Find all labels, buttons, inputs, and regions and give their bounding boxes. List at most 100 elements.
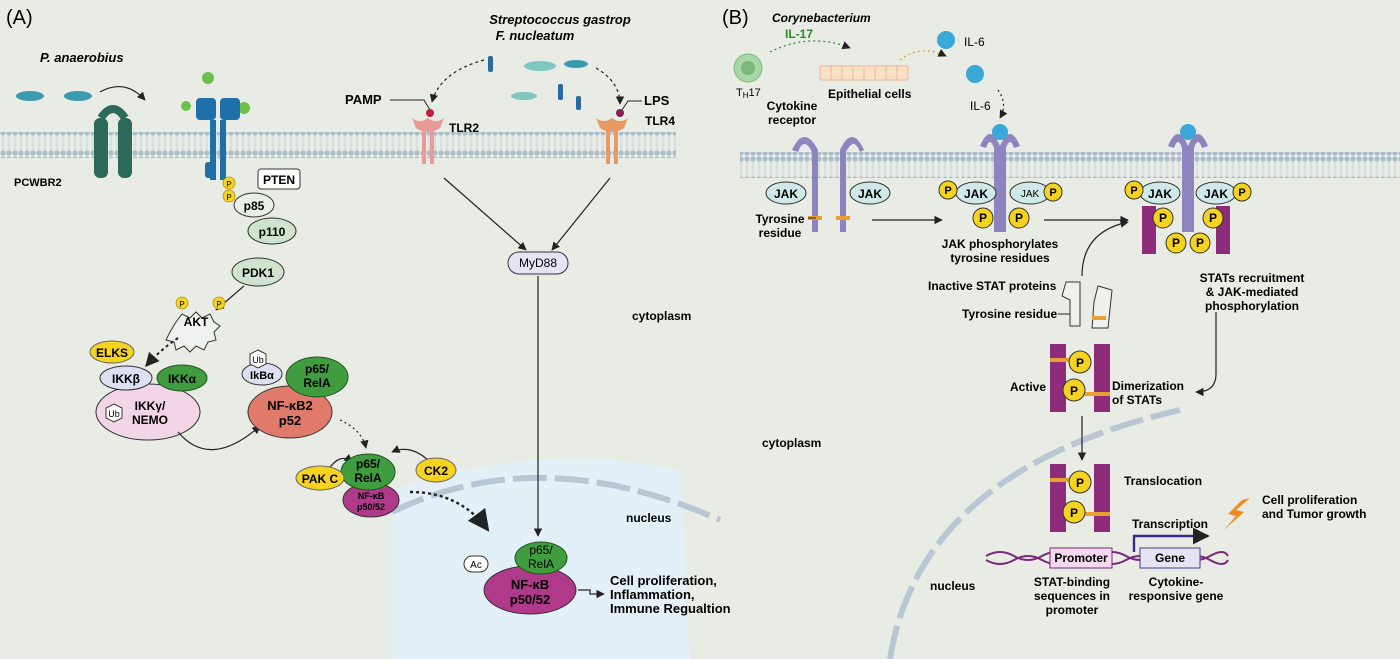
th17-label: TH17 — [736, 87, 761, 100]
arrow-nfkb2-p65 — [339, 419, 369, 449]
cellprolif-label-1: Cell proliferation — [1262, 493, 1357, 507]
p110-label: p110 — [259, 225, 286, 239]
tlr4-label: TLR4 — [645, 114, 675, 128]
inactive-stat-proteins — [1061, 281, 1113, 329]
arrow-ikk-nfkb2 — [177, 425, 261, 451]
ikba-label: IkBα — [250, 370, 274, 382]
jak-label-5: JAK — [1148, 187, 1172, 201]
dimer-label-2: of STATs — [1112, 393, 1162, 407]
stat-dimer-active — [1050, 344, 1110, 412]
lightning-icon — [1224, 498, 1250, 530]
tlr2-label: TLR2 — [449, 121, 479, 135]
ikkg-label-1: IKKγ/ — [135, 399, 166, 413]
membrane-a — [0, 132, 676, 158]
phospho-icon — [1062, 378, 1086, 402]
phospho-label: P — [1130, 185, 1137, 197]
phospho-label: P — [179, 300, 184, 309]
ub-tag-icon — [105, 403, 123, 423]
arrow-il17 — [769, 40, 851, 53]
stat-recruit-label-2: & JAK-mediated — [1206, 285, 1299, 299]
ikka-node — [156, 364, 208, 392]
il6-ball-icon — [966, 65, 984, 83]
statbind-label-1: STAT-binding — [1034, 575, 1110, 589]
epithelial-label: Epithelial cells — [828, 87, 912, 101]
tyrosine-label-1: Tyrosine — [755, 212, 804, 226]
bacteria-a-right — [488, 56, 588, 110]
promoter-label: Promoter — [1054, 551, 1108, 565]
phospho-label: P — [1076, 356, 1084, 370]
p65-label-1b: RelA — [303, 376, 331, 390]
tlr4-receptor — [596, 109, 628, 164]
pten-label: PTEN — [263, 173, 295, 187]
lps-leader-line — [621, 100, 642, 111]
integrin-receptor — [181, 72, 250, 180]
outcome-a-3: Immune Regualtion — [610, 601, 731, 616]
cytoresp-label-2: responsive gene — [1129, 589, 1224, 603]
pamp-label: PAMP — [345, 92, 382, 107]
phospho-label: P — [1070, 384, 1078, 398]
myd88-label: MyD88 — [519, 256, 557, 270]
il6-label-2: IL-6 — [970, 99, 991, 113]
jak-node-1 — [765, 181, 807, 205]
stat-recruit-label-3: phosphorylation — [1205, 299, 1299, 313]
nfkb-small-label-1: NF-κB — [358, 491, 385, 501]
jak-node-2 — [849, 181, 891, 205]
tlr2-receptor — [412, 109, 444, 164]
phospho-icon — [1189, 232, 1211, 254]
panel-b-label: (B) — [722, 7, 749, 29]
p65-label-2b: RelA — [354, 471, 382, 485]
jak-label-6: JAK — [1204, 187, 1228, 201]
p110-node — [247, 217, 297, 245]
th17-nucleus-icon — [741, 61, 755, 75]
p85-label: p85 — [244, 199, 265, 213]
stat-dimer-translocated — [1050, 464, 1110, 532]
arrow-inactive-to-receptor — [1081, 219, 1129, 277]
tyrosine-residue-label: Tyrosine residue — [962, 307, 1057, 321]
dimer-label-1: Dimerization — [1112, 379, 1184, 393]
pdk1-label: PDK1 — [242, 266, 274, 280]
cytoplasm-b-label: cytoplasm — [762, 436, 821, 450]
gene-label: Gene — [1155, 551, 1185, 565]
arrow-to-tlr4 — [595, 67, 625, 105]
arrow-il6 — [899, 49, 947, 61]
nfkb2-label-2: p52 — [279, 413, 301, 428]
ikkg-label-2: NEMO — [132, 413, 168, 427]
phospho-icon — [1008, 207, 1030, 229]
lps-label: LPS — [644, 93, 670, 108]
ck2-node — [415, 457, 457, 483]
p65-node-3 — [514, 541, 568, 575]
nfkb2-label-1: NF-κB2 — [267, 398, 313, 413]
nfkb-big-label-1: NF-κB — [511, 577, 549, 592]
arrow-binding — [99, 85, 146, 101]
panel-a: (A) P. anaerobius PCWBR2 — [0, 7, 731, 659]
statbind-label-2: sequences in — [1034, 589, 1110, 603]
epithelial-cells-icon — [819, 65, 909, 81]
ikkb-label: IKKβ — [112, 372, 140, 386]
bacteria-a-left — [16, 91, 92, 101]
phospho-label: P — [1172, 236, 1180, 250]
ikkb-node — [99, 365, 153, 391]
cytokine-receptor-3 — [1142, 124, 1230, 254]
phospho-icon — [1165, 232, 1187, 254]
phospho-label: P — [1196, 236, 1204, 250]
pten-box — [257, 168, 301, 190]
statbind-label-3: promoter — [1046, 603, 1099, 617]
phospho-label: P — [1070, 506, 1078, 520]
panel-a-label: (A) — [6, 7, 33, 29]
ub-label: Ub — [252, 355, 264, 365]
p65-node-1 — [285, 356, 349, 398]
outcome-a-1: Cell proliferation, — [610, 573, 717, 588]
acetyl-tag — [463, 555, 489, 573]
cytokine-receptor-2 — [980, 124, 1020, 232]
phospho-label: P — [1238, 187, 1245, 199]
panel-b: (B) Corynebacterium IL-17 TH17 Epithelia… — [722, 7, 1400, 659]
arrow-to-outcome-a — [578, 589, 605, 599]
jak-phos-label-1: JAK phosphorylates — [942, 237, 1059, 251]
phospho-label: P — [226, 193, 231, 202]
phospho-icon — [938, 180, 958, 200]
cellprolif-label-2: and Tumor growth — [1262, 507, 1366, 521]
arrow-akt-ikk — [145, 337, 179, 368]
phospho-label: P — [226, 180, 231, 189]
arrow-tlr4-myd88 — [551, 177, 611, 251]
